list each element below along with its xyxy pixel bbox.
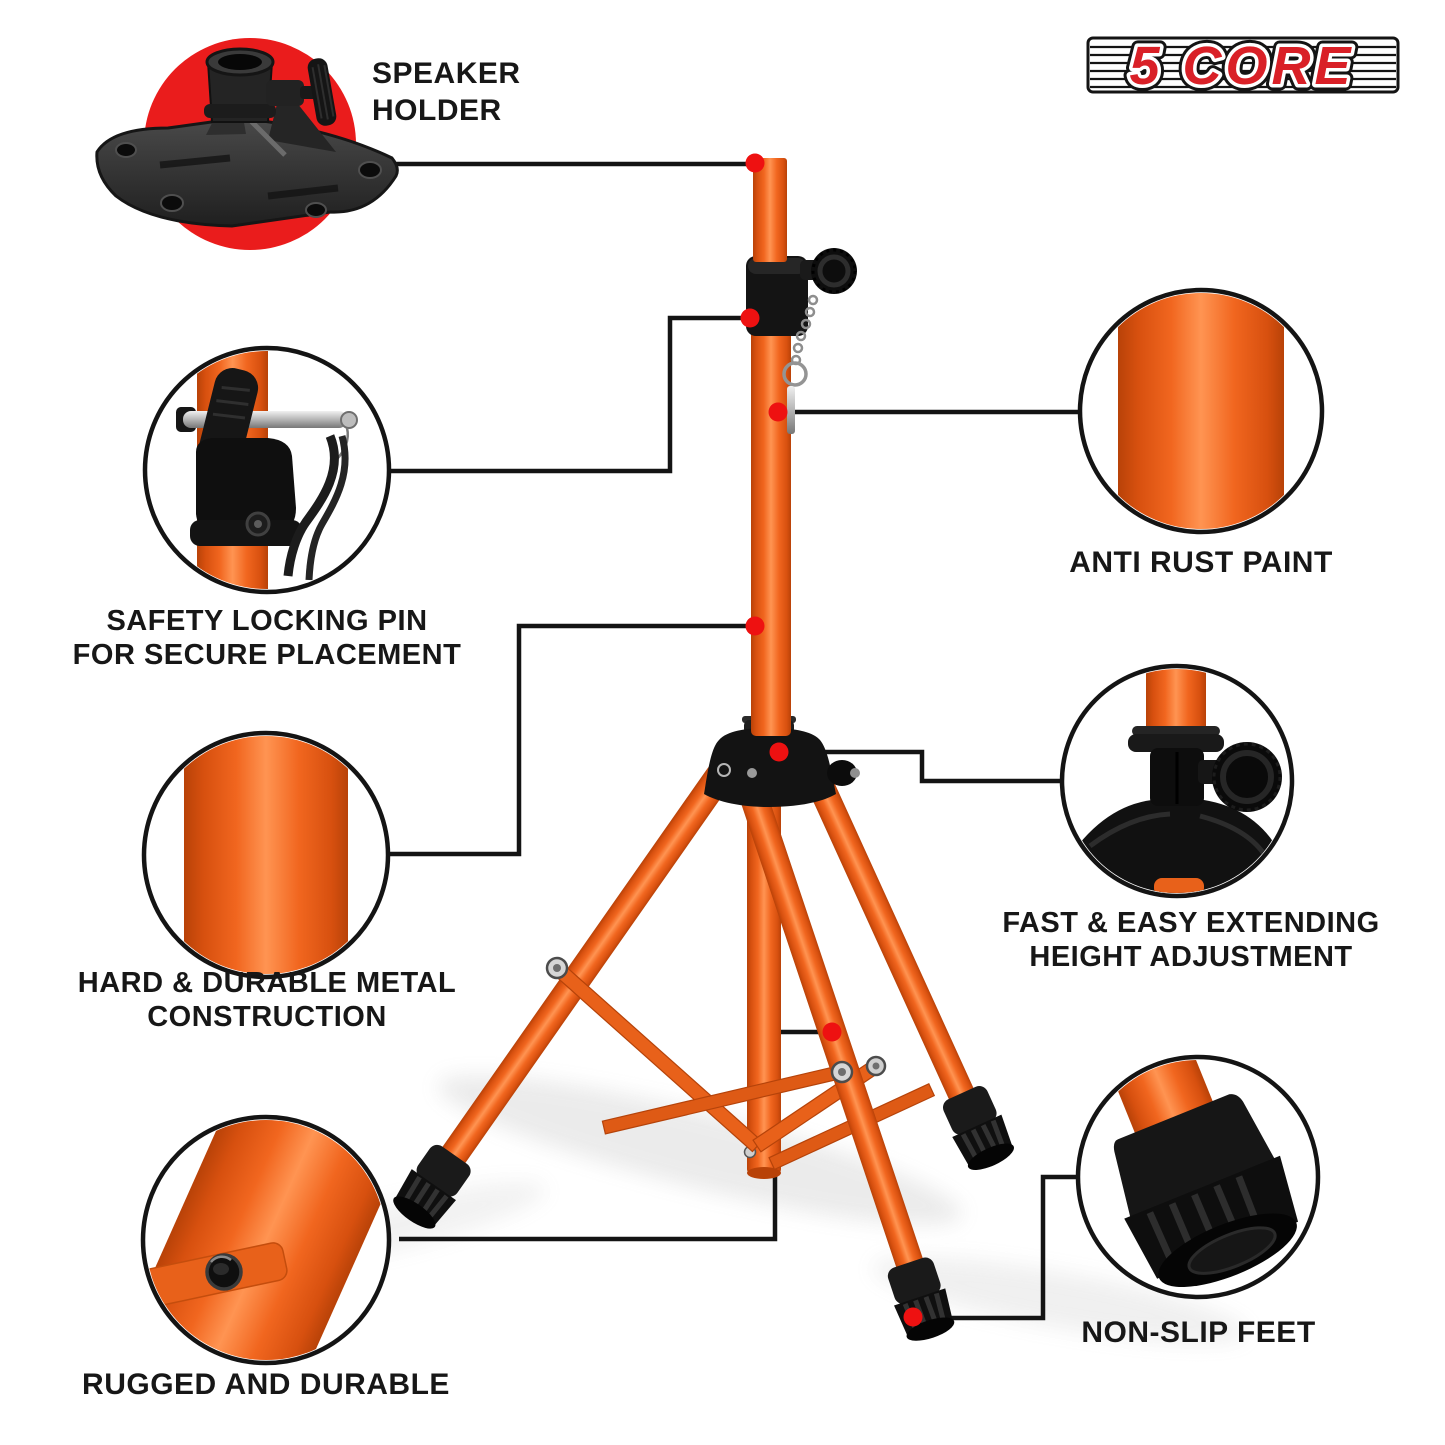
label-line: FAST & EASY EXTENDING: [1002, 907, 1380, 939]
brand-logo: 5 CORE 5 CORE: [1086, 30, 1400, 103]
callout-dot: [745, 153, 765, 173]
callout-circle-non-slip: [1075, 1054, 1321, 1300]
callout-line-safety-pin: [390, 315, 750, 474]
label-line: NON-SLIP FEET: [1081, 1316, 1316, 1349]
label-line: HARD & DURABLE METAL: [77, 967, 457, 999]
callout-circle-safety-pin: [142, 345, 392, 595]
callout-line-height-adjustment: [779, 749, 1063, 784]
callout-circle-height-adjustment: [1059, 663, 1295, 899]
callout-circle-hard-metal: [141, 730, 391, 980]
label-anti-rust-paint: ANTI RUST PAINT: [1006, 546, 1396, 580]
label-non-slip-feet: NON-SLIP FEET: [1006, 1316, 1391, 1350]
height-clamp: [746, 248, 857, 434]
leg-right: [800, 757, 984, 1127]
callout-dots: [740, 153, 923, 1327]
callout-circle-anti-rust: [1077, 287, 1325, 535]
label-speaker-holder: SPEAKER HOLDER: [372, 55, 521, 129]
label-line: HOLDER: [372, 94, 502, 127]
label-hard-durable-metal: HARD & DURABLE METAL CONSTRUCTION: [52, 966, 482, 1034]
label-line: FOR SECURE PLACEMENT: [72, 639, 462, 671]
callout-dot: [822, 1022, 842, 1042]
speaker-holder-photo: [95, 38, 399, 250]
callout-line-non-slip: [913, 1174, 1079, 1321]
label-line: SAFETY LOCKING PIN: [106, 605, 428, 637]
leg-left: [424, 762, 733, 1191]
callout-dot: [903, 1307, 923, 1327]
label-line: ANTI RUST PAINT: [1069, 546, 1333, 579]
label-line: HEIGHT ADJUSTMENT: [1029, 941, 1353, 973]
label-line: SPEAKER: [372, 57, 521, 90]
speaker-stand: [387, 158, 1019, 1346]
brand-logo-text: 5 CORE: [1129, 36, 1354, 96]
callout-dot: [769, 742, 789, 762]
label-line: RUGGED AND DURABLE: [82, 1368, 450, 1401]
callout-line-hard-metal: [389, 623, 755, 857]
callout-circle-rugged: [140, 1114, 392, 1366]
label-rugged-durable: RUGGED AND DURABLE: [46, 1368, 486, 1402]
brand-logo-text-outline: 5 CORE: [1129, 36, 1354, 96]
label-height-adjustment: FAST & EASY EXTENDING HEIGHT ADJUSTMENT: [996, 906, 1386, 974]
pole-upper: [753, 158, 787, 262]
callout-dot: [768, 402, 788, 422]
label-safety-locking-pin: SAFETY LOCKING PIN FOR SECURE PLACEMENT: [72, 604, 462, 672]
brace-bolts: [545, 956, 887, 1084]
label-line: CONSTRUCTION: [147, 1001, 387, 1033]
callout-dot: [745, 616, 765, 636]
pole-lower: [751, 326, 791, 736]
callout-dot: [740, 308, 760, 328]
